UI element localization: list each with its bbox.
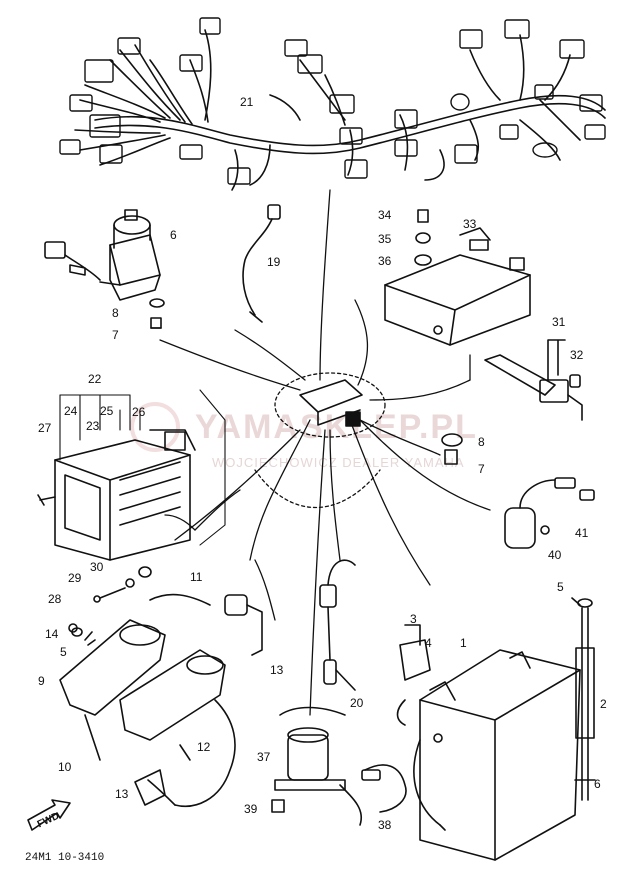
battery-terminal-4	[399, 624, 431, 681]
rectifier-22	[37, 429, 196, 561]
callout-14: 14	[45, 627, 59, 641]
lead-wire-38	[339, 764, 407, 826]
callout-25: 25	[100, 404, 114, 418]
callout-38: 38	[378, 818, 392, 832]
harness-connectors	[59, 17, 606, 185]
callout-11: 11	[190, 570, 203, 584]
callout-13-right: 13	[270, 663, 284, 677]
callout-34: 34	[378, 208, 392, 222]
switch-lead-20	[319, 559, 356, 691]
callout-29: 29	[68, 571, 82, 585]
callout-4: 4	[425, 636, 432, 650]
callout-30: 30	[90, 560, 104, 574]
callout-19: 19	[267, 255, 281, 269]
leader-lines	[159, 189, 491, 716]
callout-7: 7	[112, 328, 119, 342]
callout-6-right: 6	[594, 777, 601, 791]
callout-8: 8	[112, 306, 119, 320]
callout-26: 26	[132, 405, 146, 419]
callout-9: 9	[38, 674, 45, 688]
callout-41: 41	[575, 526, 589, 540]
callout-37: 37	[257, 750, 271, 764]
wire-harness	[74, 29, 606, 191]
callout-35: 35	[378, 232, 392, 246]
callout-7-right: 7	[478, 462, 485, 476]
callout-2: 2	[600, 697, 607, 711]
callout-8-right: 8	[478, 435, 485, 449]
callout-10: 10	[58, 760, 72, 774]
control-unit-33	[384, 227, 531, 346]
starter-relay-37	[271, 706, 346, 813]
watermark-title: YAMASKLEP.PL	[195, 408, 478, 446]
sensor-40	[504, 477, 595, 549]
rectifier-callout-lines	[59, 389, 226, 546]
screw-washer-6	[149, 298, 165, 329]
relay-31	[484, 339, 583, 421]
callout-3-battery: 3	[410, 612, 417, 626]
screw-28-30	[93, 566, 152, 603]
callout-13-left: 13	[115, 787, 129, 801]
screw-14-5	[71, 627, 96, 646]
ignition-coils	[59, 593, 263, 807]
forward-arrow-icon	[27, 799, 71, 831]
center-bracket	[299, 379, 363, 427]
callout-24: 24	[64, 404, 78, 418]
callout-39: 39	[244, 802, 258, 816]
callout-21: 21	[240, 95, 254, 109]
callout-1: 1	[460, 636, 467, 650]
callout-27: 27	[38, 421, 52, 435]
breather-pipe	[571, 597, 596, 801]
callout-20: 20	[350, 696, 364, 710]
watermark-logo	[130, 402, 180, 452]
main-switch	[44, 209, 161, 301]
callout-23: 23	[86, 419, 100, 433]
callout-40: 40	[548, 548, 562, 562]
callout-5-right: 5	[557, 580, 564, 594]
callout-28: 28	[48, 592, 62, 606]
part-code: 24M1 10-3410	[25, 852, 105, 864]
callout-5-left: 5	[60, 645, 67, 659]
screw-washer-8-7	[441, 433, 463, 465]
battery	[396, 649, 581, 861]
callout-22: 22	[88, 372, 102, 386]
callout-32: 32	[570, 348, 584, 362]
callout-36: 36	[378, 254, 392, 268]
screw-34-36	[414, 209, 432, 266]
sensor-lead-19	[242, 204, 281, 323]
callout-6: 6	[170, 228, 177, 242]
callout-12: 12	[197, 740, 211, 754]
callout-33: 33	[463, 217, 477, 231]
callout-31: 31	[552, 315, 566, 329]
